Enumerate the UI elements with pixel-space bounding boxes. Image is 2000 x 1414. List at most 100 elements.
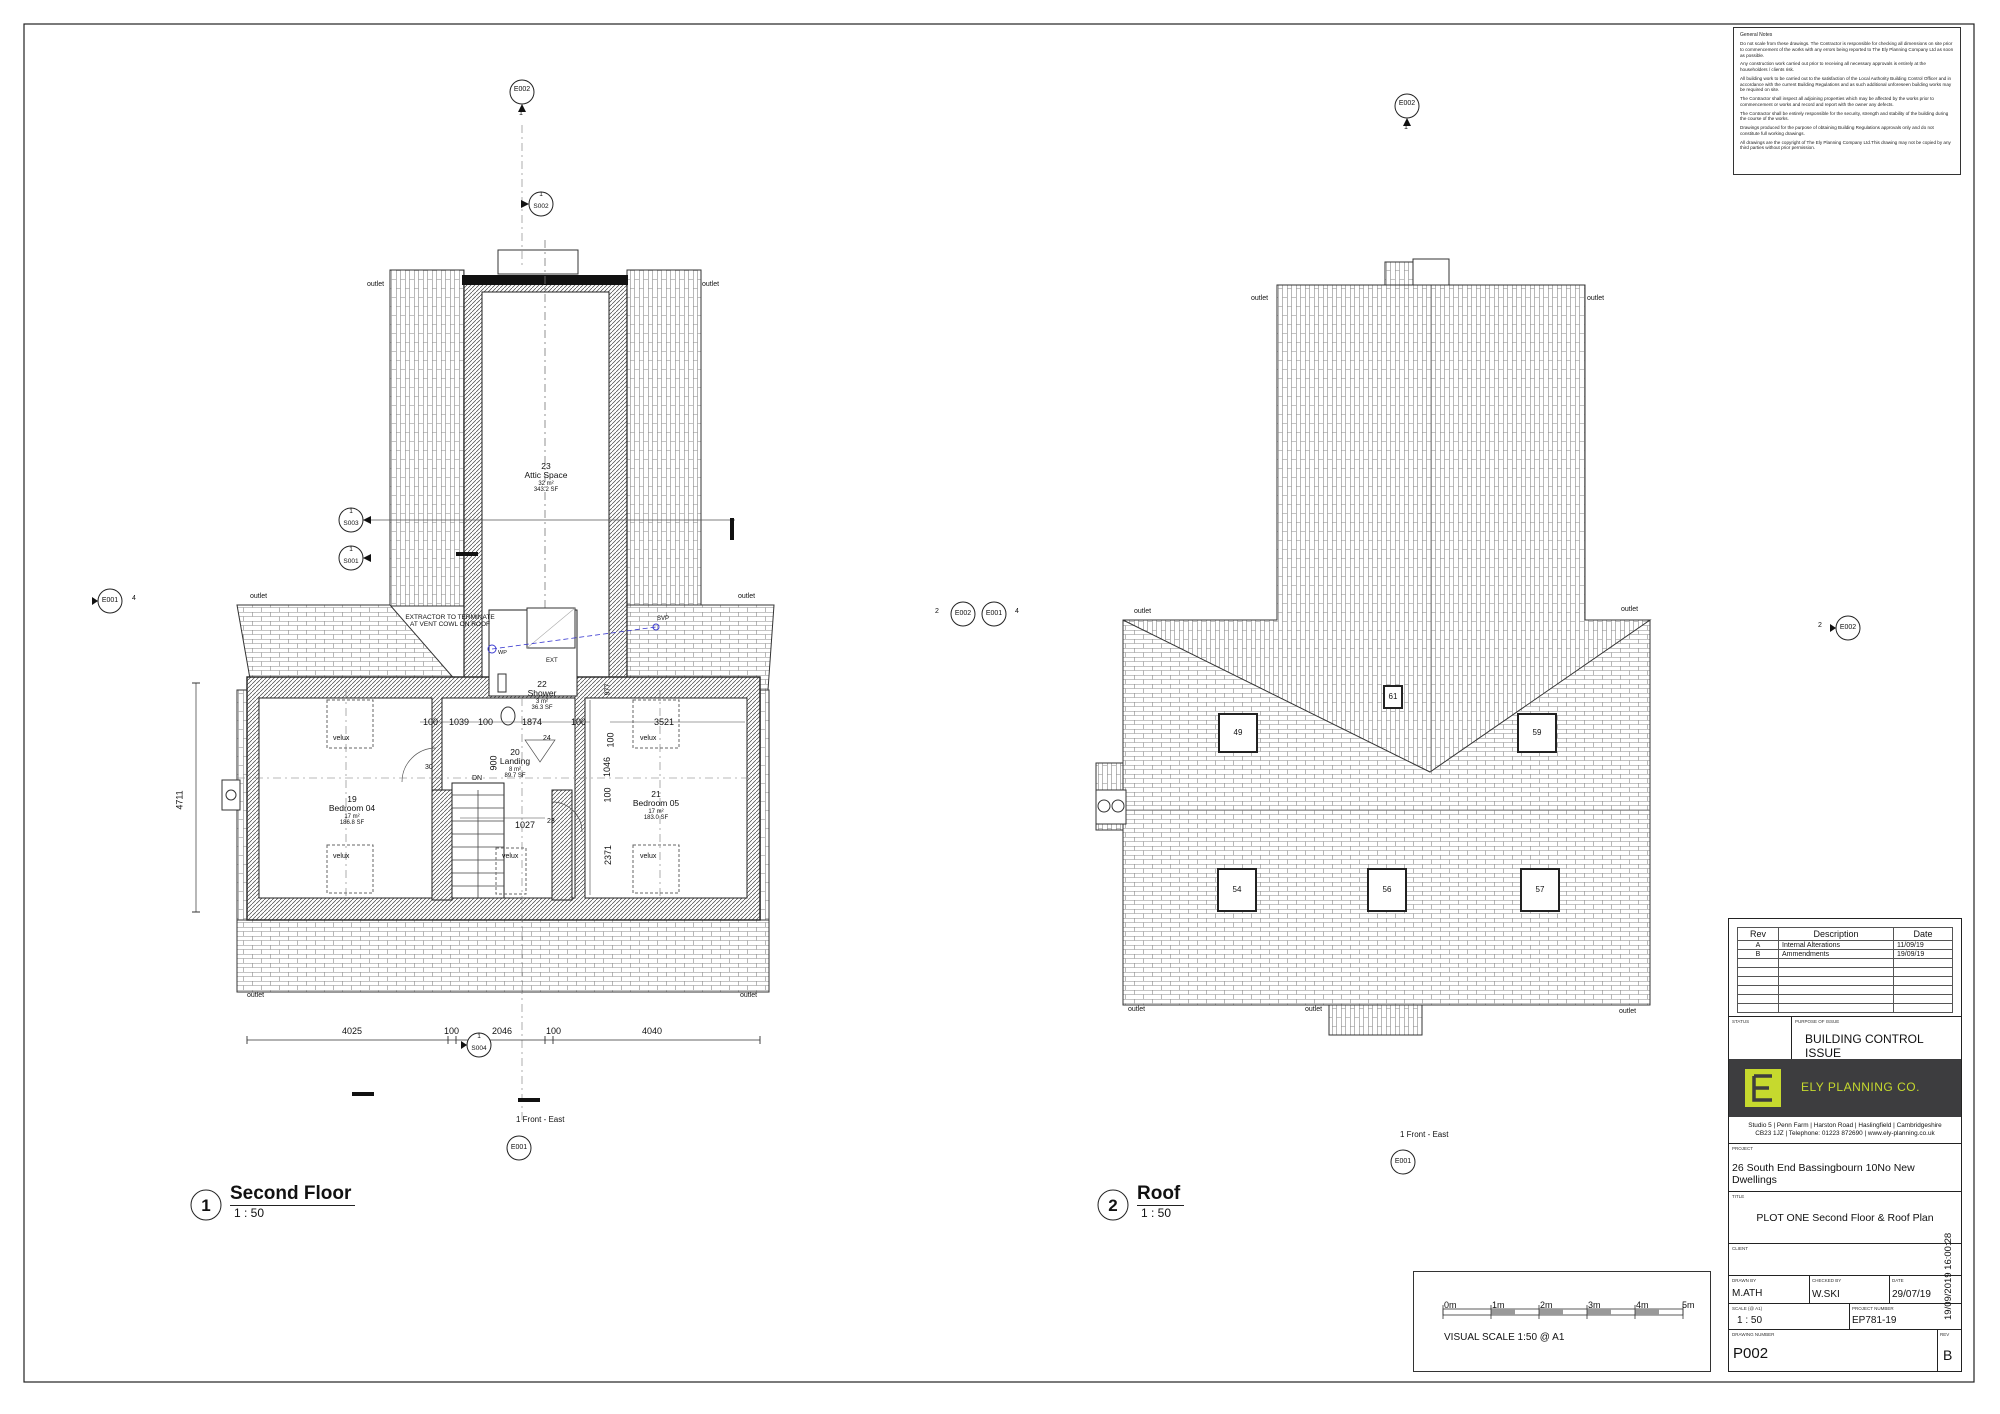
- checked-by: W.SKI: [1812, 1289, 1840, 1300]
- extractor-note: EXTRACTOR TO TERMINATE AT VENT COWL ON R…: [400, 614, 500, 629]
- tag-s003: S003: [343, 520, 359, 527]
- plan2-title: Roof: [1137, 1183, 1185, 1206]
- roof-bottom-chimney: [1328, 1004, 1423, 1036]
- room-label-landing: 20 Landing 8 m² 89.7 SF: [485, 747, 545, 780]
- tag-number: 1: [539, 191, 543, 198]
- ext-label: EXT: [546, 658, 558, 664]
- revision-table: Rev Description Date A Internal Alterati…: [1737, 927, 1953, 1013]
- wall-right-strip: [759, 689, 770, 921]
- velux-label: velux: [333, 735, 350, 742]
- drawing-number-section: DRAWING NUMBER P002 REV B: [1729, 1329, 1961, 1372]
- drawing-date: 29/07/19: [1892, 1289, 1931, 1300]
- note-paragraph: The Contractor shall inspect all adjoini…: [1740, 96, 1934, 107]
- tag-s001: S001: [343, 558, 359, 565]
- dim-label: 1039: [449, 717, 470, 727]
- revision-date: 19/09/19: [1893, 949, 1953, 959]
- project-number-label: PROJECT NUMBER: [1852, 1306, 1894, 1311]
- scale-tick-label: 3m: [1588, 1300, 1601, 1310]
- roof-window-59: 59: [1517, 713, 1557, 753]
- plan1-number-circle: [190, 1189, 222, 1221]
- section-cut-mark: [352, 1092, 374, 1096]
- extractor-note-line: EXTRACTOR TO TERMINATE: [405, 614, 495, 621]
- dim-label: 100: [478, 717, 494, 727]
- visual-scale-panel: 0m 1m 2m 3m 4m 5m VISUAL SCALE 1:50 @ A1: [1413, 1271, 1711, 1372]
- tag-number: 1: [349, 508, 353, 515]
- roof-window-56: 56: [1367, 868, 1407, 912]
- room-number: 20: [510, 747, 520, 757]
- room-number: 22: [537, 679, 547, 689]
- tag-sheet-number: 1: [519, 110, 523, 117]
- velux-window: [632, 844, 680, 894]
- plan1-title: Second Floor: [230, 1183, 356, 1206]
- tag-e001: E001: [985, 610, 1003, 617]
- dim-label: 24: [543, 735, 551, 742]
- section-cut-mark: [730, 518, 734, 540]
- scale-project-section: SCALE (@ A1) 1 : 50 PROJECT NUMBER EP781…: [1729, 1303, 1961, 1330]
- dim-label-vertical: 900: [488, 755, 499, 771]
- outlet-label: outlet: [367, 281, 385, 288]
- tag-sheet-number: 2: [935, 608, 939, 615]
- outlet-label: outlet: [702, 281, 720, 288]
- outlet-label: outlet: [1305, 1006, 1323, 1013]
- section-cut-mark: [518, 1098, 540, 1102]
- velux-window: [326, 844, 374, 894]
- roof-window-54: 54: [1217, 868, 1257, 912]
- project-number: EP781-19: [1852, 1315, 1897, 1326]
- outlet-label: outlet: [1619, 1008, 1637, 1015]
- scale-tick-label: 4m: [1636, 1300, 1649, 1310]
- project-name: 26 South End Bassingbourn 10No New Dwell…: [1732, 1162, 1915, 1186]
- tag-s004: S004: [471, 1045, 487, 1052]
- svp-pipe-line: [491, 626, 657, 650]
- room-name: Shower: [527, 688, 557, 699]
- revision-description: Internal Alterations: [1778, 940, 1894, 950]
- tag-circle-e001-roof-bottom: [1390, 1149, 1416, 1175]
- door-swing: [551, 801, 583, 833]
- tag-e002: E002: [1839, 624, 1857, 631]
- chimney-side: [221, 779, 241, 811]
- outlet-label: outlet: [250, 593, 268, 600]
- second-floor-plan: [192, 125, 775, 1120]
- outlet-label: outlet: [740, 992, 758, 999]
- tag-circle-e001-mid: [981, 601, 1007, 627]
- revision-description: Ammendments: [1778, 949, 1894, 959]
- stair-well-wall: [431, 789, 453, 901]
- description-header: Description: [1778, 927, 1894, 941]
- dim-label: 4025: [342, 1026, 363, 1036]
- chimney-stack: [1412, 258, 1450, 286]
- status-section: STATUS PURPOSE OF ISSUE BUILDING CONTROL…: [1729, 1016, 1961, 1060]
- dim-label: 1027: [515, 820, 536, 830]
- roof-window-57: 57: [1520, 868, 1560, 912]
- scale-tick-label: 0m: [1444, 1300, 1457, 1310]
- basin: [497, 673, 507, 693]
- room-name: Bedroom 04: [328, 803, 376, 814]
- room-label-shower: 22 Shower 3 m² 36.3 SF: [512, 679, 572, 712]
- general-notes-panel: General Notes Do not scale from these dr…: [1733, 27, 1961, 175]
- plan2-number: 2: [1108, 1196, 1118, 1215]
- outlet-label: outlet: [1251, 295, 1269, 302]
- plan1-number: 1: [201, 1196, 211, 1215]
- client-label: CLIENT: [1732, 1246, 1749, 1251]
- attic-roof-right: [626, 269, 702, 607]
- roof-plan: [1095, 258, 1652, 1036]
- checked-by-label: CHECKED BY: [1812, 1278, 1842, 1283]
- address-line: Studio 5 | Penn Farm | Harston Road | Ha…: [1748, 1122, 1942, 1129]
- room-number: 21: [651, 789, 661, 799]
- note-paragraph: All building work to be carried out to t…: [1740, 75, 1952, 93]
- address-line: CB23 1JZ | Telephone: 01223 872690 | www…: [1755, 1130, 1935, 1138]
- dim-label-vertical: 977: [604, 683, 612, 696]
- room-name: Bedroom 05: [632, 798, 680, 809]
- note-paragraph: All drawings are the copyright of The El…: [1740, 139, 1951, 151]
- tag-sheet-number: 4: [132, 595, 136, 602]
- dim-label: 30: [425, 764, 433, 771]
- note-paragraph: Drawings produced for the purpose of obt…: [1740, 125, 1934, 136]
- extractor-note-line: AT VENT COWL ON ROOF: [410, 621, 490, 629]
- notes-heading: General Notes: [1740, 32, 1773, 38]
- company-name: ELY PLANNING CO.: [1801, 1080, 1920, 1094]
- scale-label: SCALE (@ A1): [1732, 1306, 1763, 1311]
- outlet-label: outlet: [1134, 608, 1152, 615]
- tag-circle-e001-bottom: [506, 1135, 532, 1161]
- room-area-sf: 36.3 SF: [531, 705, 553, 712]
- velux-window: [326, 699, 374, 749]
- drawing-title: PLOT ONE Second Floor & Roof Plan: [1756, 1212, 1934, 1224]
- drawn-by: M.ATH: [1732, 1288, 1763, 1299]
